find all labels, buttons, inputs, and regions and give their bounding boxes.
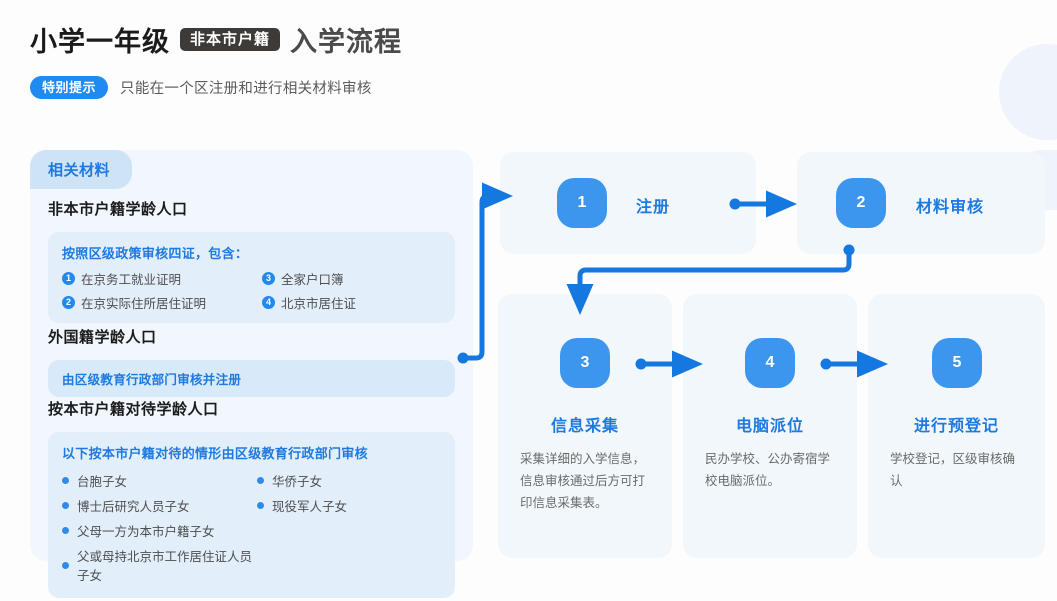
connector-step2-to-step3 — [566, 247, 852, 315]
flow-step-card-2[interactable]: 2 材料审核 — [797, 152, 1045, 254]
step-description: 采集详细的入学信息，信息审核通过后方可打印信息采集表。 — [520, 452, 646, 510]
flow-step-card-3[interactable]: 3 信息采集 采集详细的入学信息，信息审核通过后方可打印信息采集表。 — [498, 294, 672, 558]
four-certificates-grid: 1 在京务工就业证明 3 全家户口簿 2 在京实际住所居住证明 4 北京市居住证 — [62, 269, 441, 312]
step-title: 进行预登记 — [913, 418, 999, 435]
notice-text: 只能在一个区注册和进行相关材料审核 — [120, 81, 372, 97]
bullet-dot-icon — [257, 477, 264, 484]
bullet-dot-icon — [257, 502, 264, 509]
bullet-dot-icon — [62, 477, 69, 484]
step-title: 信息采集 — [550, 418, 619, 435]
step-number-badge: 1 — [557, 178, 607, 228]
list-item: 父母一方为本市户籍子女 — [62, 521, 257, 540]
grid-spacer — [257, 546, 441, 584]
list-item: 4 北京市居住证 — [262, 293, 441, 312]
section-heading: 外国籍学龄人口 — [48, 329, 157, 346]
bullet-dot-icon — [62, 527, 69, 534]
step-title: 材料审核 — [916, 199, 985, 216]
number-badge-icon: 1 — [62, 272, 75, 285]
list-item: 3 全家户口簿 — [262, 269, 441, 288]
foreign-nationality-note: 由区级教育行政部门审核并注册 — [48, 360, 455, 397]
materials-panel-tab: 相关材料 — [30, 150, 133, 189]
materials-panel: 相关材料 非本市户籍学龄人口 按照区级政策审核四证，包含： 1 在京务工就业证明… — [30, 150, 473, 598]
flow-step-card-1[interactable]: 1 注册 — [500, 152, 756, 254]
list-item-label: 在京务工就业证明 — [81, 273, 182, 287]
notice-badge: 特别提示 — [30, 76, 109, 99]
section-non-local-hukou: 非本市户籍学龄人口 按照区级政策审核四证，包含： 1 在京务工就业证明 3 全家… — [48, 198, 455, 323]
step-title: 电脑派位 — [735, 418, 804, 435]
step-number-badge: 3 — [560, 338, 610, 388]
title-badge-non-local-hukou: 非本市户籍 — [180, 28, 281, 51]
step-number-badge: 5 — [932, 338, 982, 388]
section-treated-as-local: 按本市户籍对待学龄人口 以下按本市户籍对待的情形由区级教育行政部门审核 台胞子女… — [48, 398, 455, 598]
section-foreign-nationality: 外国籍学龄人口 由区级教育行政部门审核并注册 — [48, 326, 455, 397]
number-badge-icon: 2 — [62, 296, 75, 309]
title-row: 小学一年级 非本市户籍 入学流程 — [30, 20, 402, 59]
bullet-dot-icon — [62, 502, 69, 509]
four-certificates-title: 按照区级政策审核四证，包含： — [62, 246, 249, 261]
list-item-label: 现役军人子女 — [272, 500, 348, 514]
section-heading: 非本市户籍学龄人口 — [48, 201, 188, 218]
list-item-label: 父母一方为本市户籍子女 — [77, 525, 215, 539]
list-item-label: 父或母持北京市工作居住证人员子女 — [77, 550, 253, 583]
bullet-dot-icon — [62, 561, 69, 569]
grid-spacer — [257, 521, 441, 540]
list-item: 华侨子女 — [257, 471, 441, 490]
treated-as-local-box: 以下按本市户籍对待的情形由区级教育行政部门审核 台胞子女 华侨子女 博士后研究人… — [48, 432, 455, 598]
four-certificates-box: 按照区级政策审核四证，包含： 1 在京务工就业证明 3 全家户口簿 2 在京实际… — [48, 232, 455, 323]
treated-as-local-grid: 台胞子女 华侨子女 博士后研究人员子女 现役军人子女 父母一方为本市户籍子女 — [62, 471, 441, 584]
list-item-label: 北京市居住证 — [281, 297, 357, 311]
list-item: 现役军人子女 — [257, 496, 441, 515]
list-item: 博士后研究人员子女 — [62, 496, 257, 515]
step-number-badge: 2 — [836, 178, 886, 228]
page-header: 小学一年级 非本市户籍 入学流程 特别提示 只能在一个区注册和进行相关材料审核 — [30, 20, 402, 99]
section-heading: 按本市户籍对待学龄人口 — [48, 401, 219, 418]
decorative-circle-top-right — [999, 44, 1057, 140]
notice-row: 特别提示 只能在一个区注册和进行相关材料审核 — [30, 76, 402, 99]
list-item: 2 在京实际住所居住证明 — [62, 293, 262, 312]
page-title: 小学一年级 — [30, 27, 170, 57]
list-item-label: 华侨子女 — [272, 475, 323, 489]
flow-step-card-5[interactable]: 5 进行预登记 学校登记，区级审核确认 — [868, 294, 1045, 558]
number-badge-icon: 3 — [262, 272, 275, 285]
step-description: 学校登记，区级审核确认 — [890, 452, 1016, 488]
list-item: 台胞子女 — [62, 471, 257, 490]
step-number-badge: 4 — [745, 338, 795, 388]
step-description: 民办学校、公办寄宿学校电脑派位。 — [705, 452, 831, 488]
list-item-label: 全家户口簿 — [281, 273, 344, 287]
number-badge-icon: 4 — [262, 296, 275, 309]
list-item-label: 博士后研究人员子女 — [77, 500, 190, 514]
page-title-suffix: 入学流程 — [290, 27, 403, 57]
list-item: 父或母持北京市工作居住证人员子女 — [62, 546, 257, 584]
list-item-label: 在京实际住所居住证明 — [81, 297, 207, 311]
step-title: 注册 — [636, 199, 671, 216]
list-item: 1 在京务工就业证明 — [62, 269, 262, 288]
list-item-label: 台胞子女 — [77, 475, 128, 489]
flow-step-card-4[interactable]: 4 电脑派位 民办学校、公办寄宿学校电脑派位。 — [683, 294, 857, 558]
treated-as-local-title: 以下按本市户籍对待的情形由区级教育行政部门审核 — [62, 446, 368, 461]
